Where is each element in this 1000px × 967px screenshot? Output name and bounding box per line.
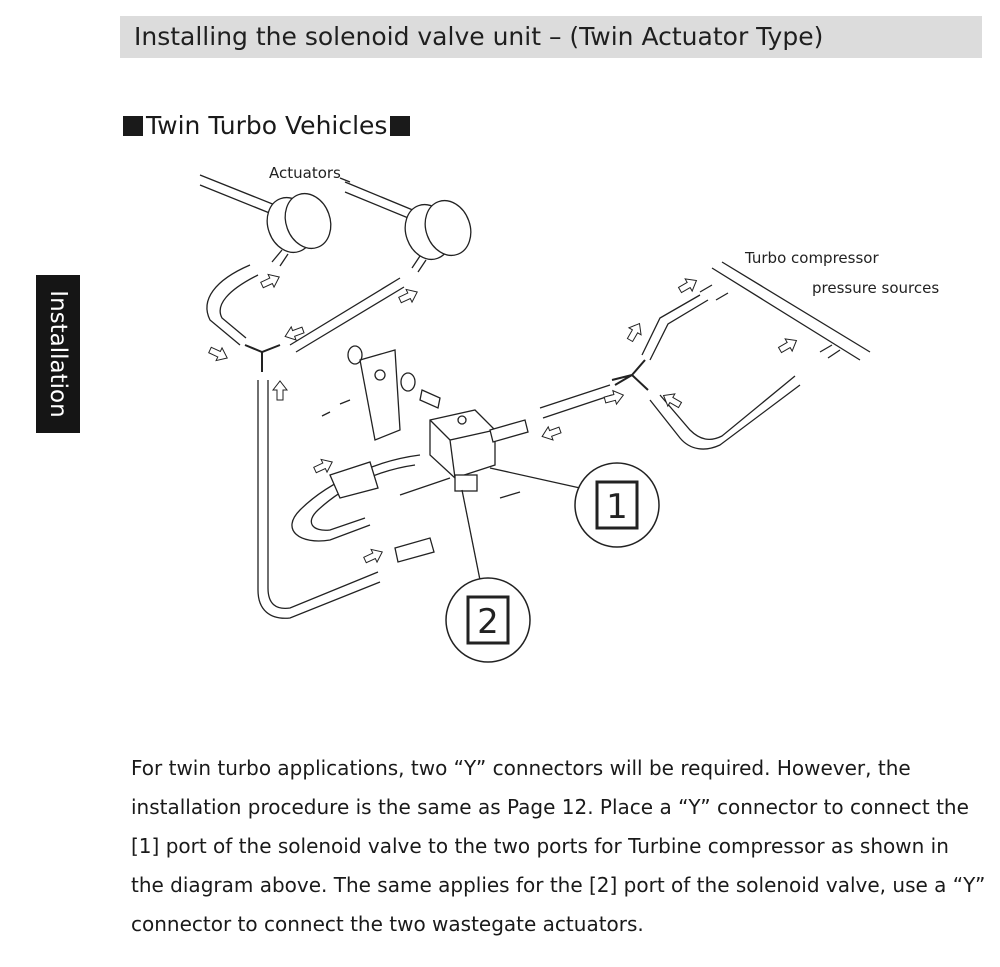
hose <box>649 375 801 450</box>
section-heading: Twin Turbo Vehicles <box>120 111 413 141</box>
body-paragraph: For twin turbo applications, two “Y” con… <box>131 749 991 944</box>
installation-diagram: Actuators Turbo compressor pressure sour… <box>199 164 939 663</box>
actuator-right <box>404 199 472 273</box>
body-line: connector to connect the two wastegate a… <box>131 912 644 936</box>
hose <box>499 491 521 499</box>
actuator-rod <box>344 181 421 223</box>
actuator-rod <box>199 174 276 215</box>
actuator-left <box>266 192 332 267</box>
callout-1-number: 1 <box>606 487 628 527</box>
callout-2-number: 2 <box>477 602 499 642</box>
square-bullet-icon <box>390 116 411 136</box>
label-actuators: Actuators <box>269 164 341 182</box>
header-bar: Installing the solenoid valve unit – (Tw… <box>120 16 982 58</box>
connector-plug <box>329 461 379 499</box>
page-title: Installing the solenoid valve unit – (Tw… <box>134 22 824 51</box>
turbo-pipe <box>711 261 871 361</box>
body-line: the diagram above. The same applies for … <box>131 873 986 897</box>
section-title: Twin Turbo Vehicles <box>146 111 388 140</box>
square-bullet-icon <box>123 116 143 136</box>
callout-2: 2 <box>445 577 531 663</box>
body-line: installation procedure is the same as Pa… <box>131 795 969 819</box>
hose <box>641 294 709 361</box>
label-turbo-line2: pressure sources <box>812 279 939 297</box>
hose <box>539 384 613 419</box>
label-turbo-line1: Turbo compressor <box>744 249 879 267</box>
hose <box>206 264 251 346</box>
hose <box>219 274 259 339</box>
callout-1: 1 <box>574 462 660 548</box>
hose <box>257 380 381 619</box>
solenoid-valve <box>429 409 496 492</box>
y-connector <box>611 359 649 391</box>
body-line: [1] port of the solenoid valve to the tw… <box>131 834 949 858</box>
hose <box>289 277 405 353</box>
side-tab: Installation <box>36 275 80 433</box>
wire-harness <box>291 454 421 542</box>
y-connector <box>244 344 281 372</box>
mounting-bracket <box>359 349 401 441</box>
hose <box>267 380 379 610</box>
body-line: For twin turbo applications, two “Y” con… <box>131 756 911 780</box>
